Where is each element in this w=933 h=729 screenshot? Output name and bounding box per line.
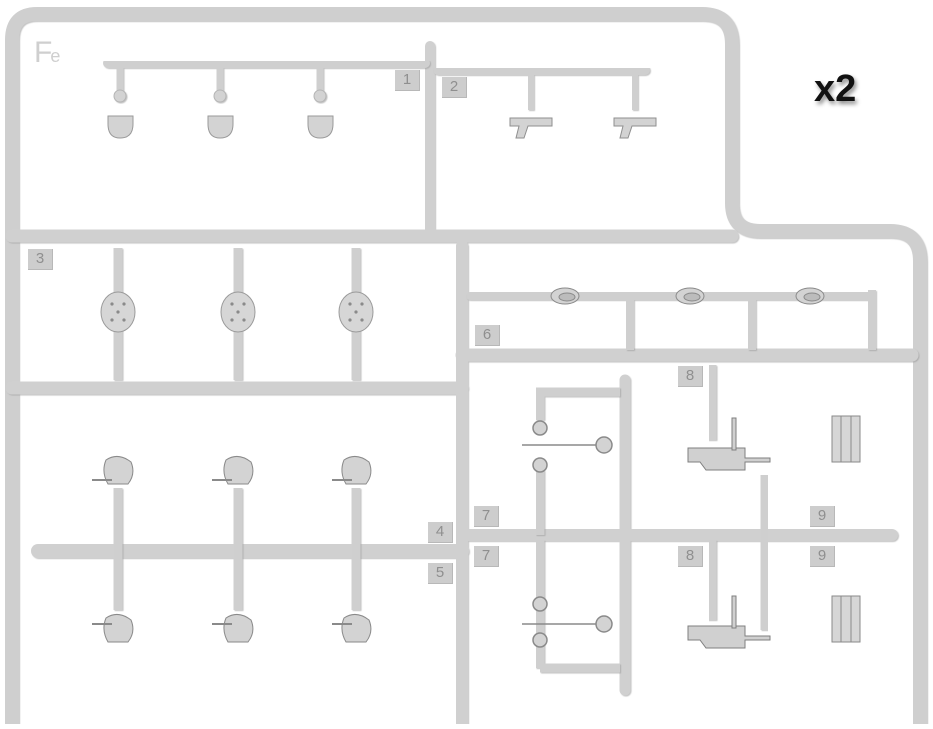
part-tag-8b: 8	[678, 546, 703, 567]
submachine-gun-icon	[687, 417, 771, 649]
part-tag-2: 2	[442, 77, 467, 98]
pistol-icon	[509, 117, 657, 139]
part-tag-9a: 9	[810, 506, 835, 527]
sprue-code-label: Fe	[34, 36, 74, 70]
part-tag-9b: 9	[810, 546, 835, 567]
goggles-icon	[550, 287, 825, 305]
sprue-outer-frame	[5, 7, 927, 724]
part-tag-6: 6	[475, 325, 500, 346]
part-2-group	[433, 65, 650, 110]
helmet-icon	[107, 115, 334, 139]
part-tag-1: 1	[395, 70, 420, 91]
part-tag-3: 3	[28, 249, 53, 270]
sprue-code-sub: e	[50, 46, 60, 66]
part-tag-4: 4	[428, 522, 453, 543]
part-tag-5: 5	[428, 563, 453, 584]
chain-icon	[522, 420, 613, 648]
helmet-strap-lines	[92, 479, 352, 625]
ammo-pouch-icon	[831, 415, 861, 643]
grenade-dots	[110, 302, 364, 322]
part-tag-8a: 8	[678, 366, 703, 387]
part-1-group	[103, 58, 430, 103]
quantity-multiplier: x2	[814, 68, 857, 110]
helmet-top-view-icon	[103, 456, 372, 643]
part-8-group	[707, 365, 770, 630]
sprue-code-main: F	[34, 36, 52, 69]
runner-grid	[5, 41, 919, 729]
part-tag-7a: 7	[474, 506, 499, 527]
part-tag-7b: 7	[474, 546, 499, 567]
part-4-5-group	[113, 488, 361, 610]
